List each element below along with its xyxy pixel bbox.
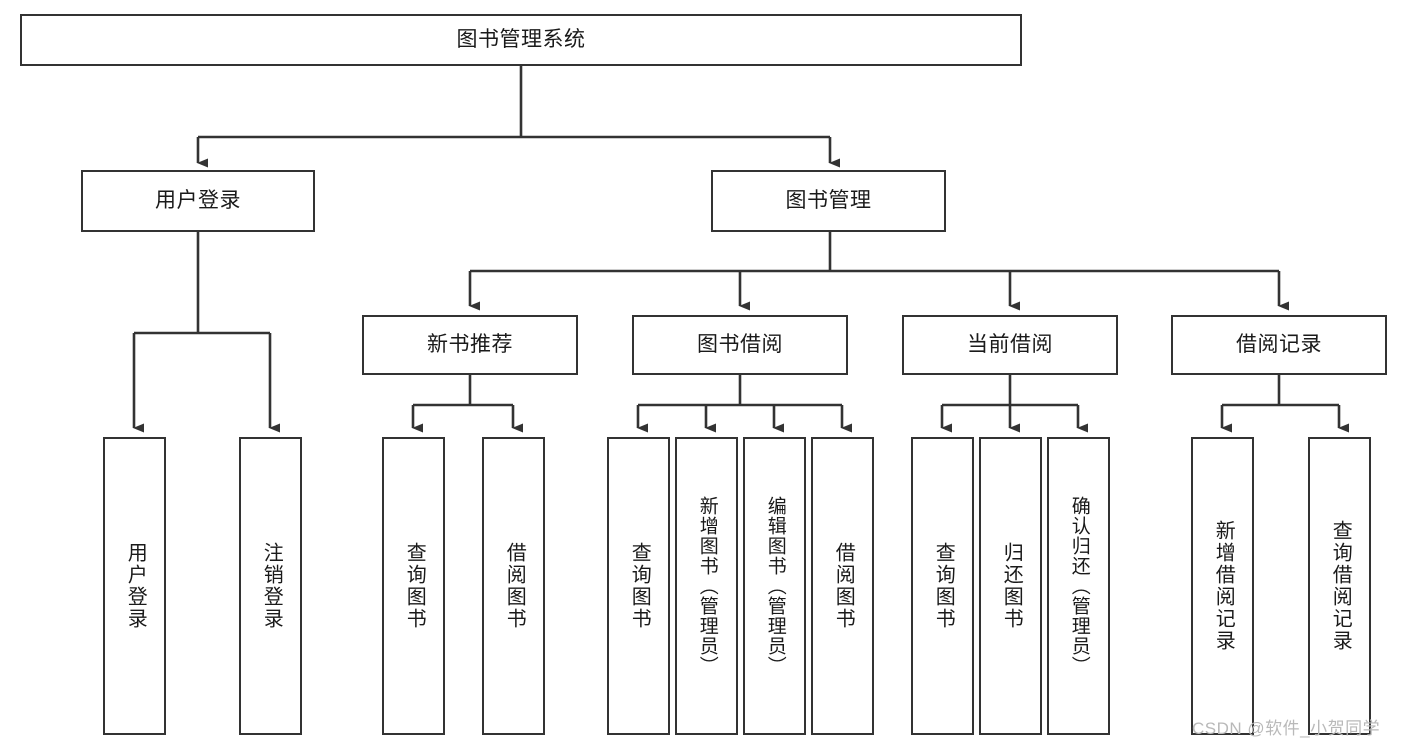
leaf-query-book-recommend[interactable]: 查询图书: [382, 437, 445, 735]
leaf-user-login[interactable]: 用户登录: [103, 437, 166, 735]
leaf-borrow-book-recommend[interactable]: 借阅图书: [482, 437, 545, 735]
node-current-borrow[interactable]: 当前借阅: [902, 315, 1118, 375]
leaf-return-book[interactable]: 归还图书: [979, 437, 1042, 735]
node-book-borrow[interactable]: 图书借阅: [632, 315, 848, 375]
node-user-login[interactable]: 用户登录: [81, 170, 315, 232]
leaf-query-book-current[interactable]: 查询图书: [911, 437, 974, 735]
node-new-book-recommend[interactable]: 新书推荐: [362, 315, 578, 375]
leaf-query-book-borrow[interactable]: 查询图书: [607, 437, 670, 735]
leaf-borrow-book[interactable]: 借阅图书: [811, 437, 874, 735]
leaf-logout[interactable]: 注销登录: [239, 437, 302, 735]
leaf-edit-book-admin[interactable]: 编辑图书（管理员）: [743, 437, 806, 735]
watermark-text: CSDN @软件_小贺同学: [1192, 719, 1381, 738]
node-borrow-record[interactable]: 借阅记录: [1171, 315, 1387, 375]
leaf-add-borrow-record[interactable]: 新增借阅记录: [1191, 437, 1254, 735]
node-book-management[interactable]: 图书管理: [711, 170, 946, 232]
node-root-system[interactable]: 图书管理系统: [20, 14, 1022, 66]
leaf-add-book-admin[interactable]: 新增图书（管理员）: [675, 437, 738, 735]
leaf-confirm-return-admin[interactable]: 确认归还（管理员）: [1047, 437, 1110, 735]
leaf-query-borrow-record[interactable]: 查询借阅记录: [1308, 437, 1371, 735]
